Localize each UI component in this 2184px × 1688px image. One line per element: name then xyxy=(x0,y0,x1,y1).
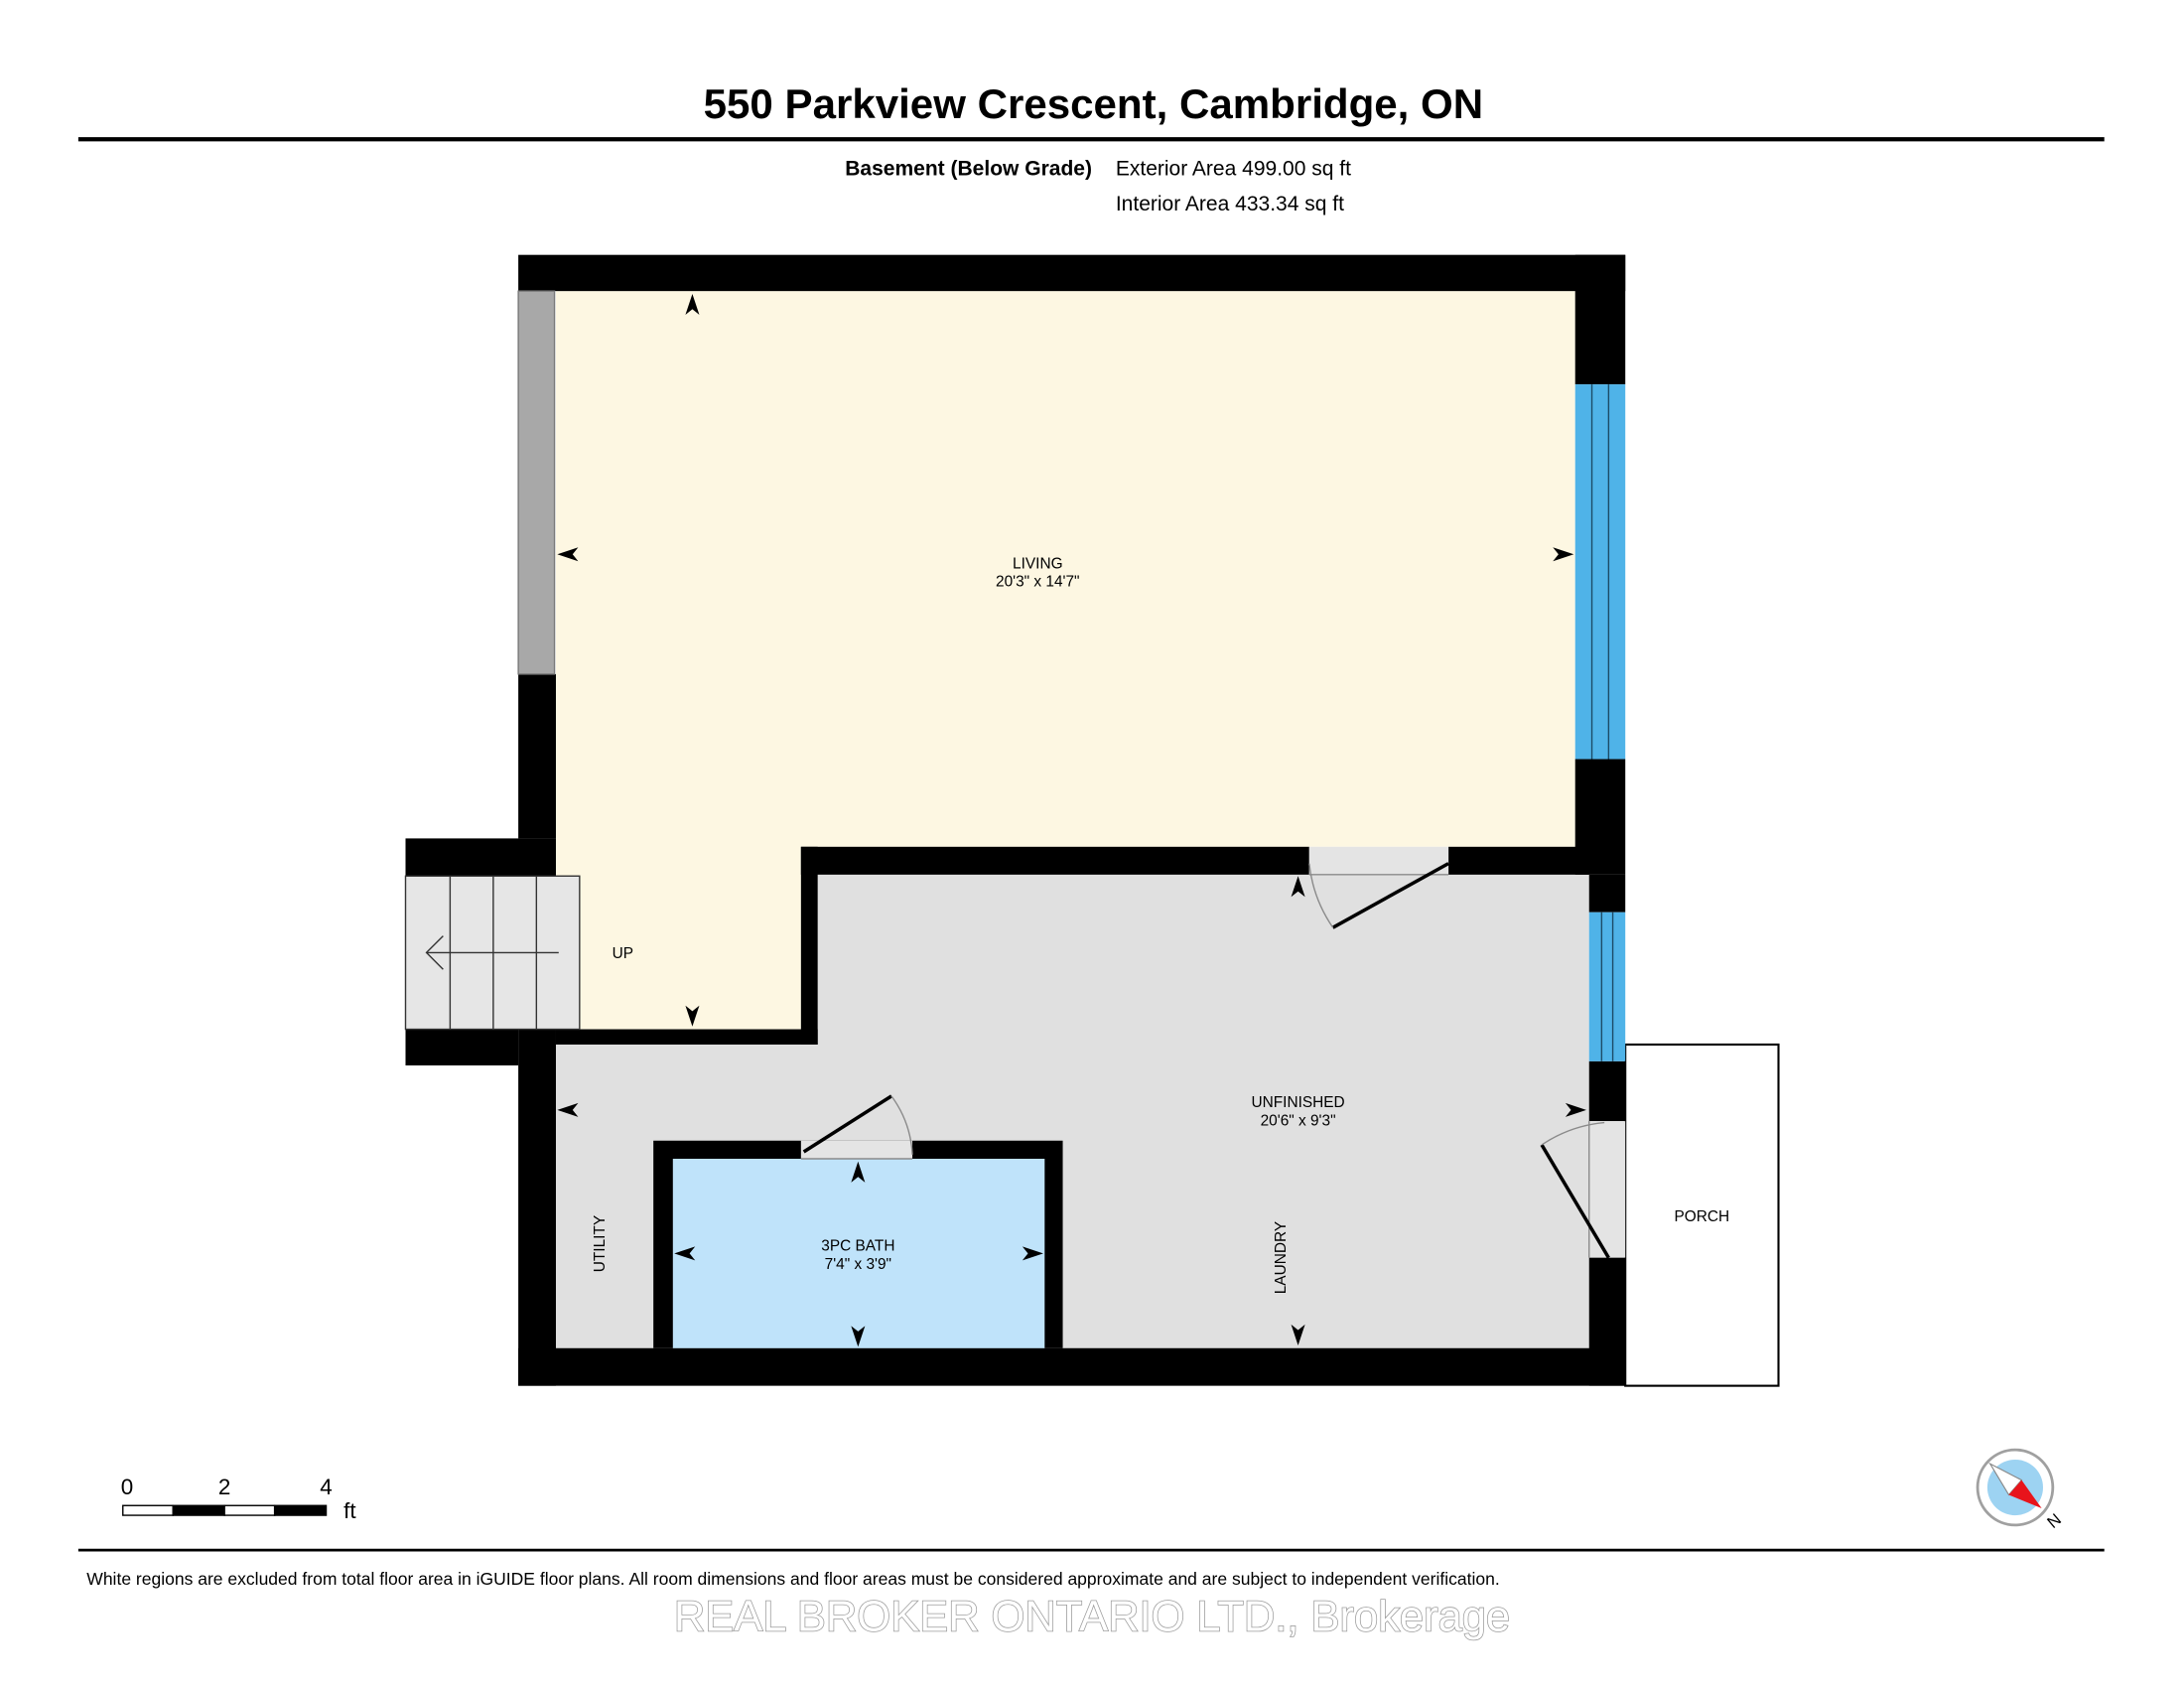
door-swing-bath xyxy=(890,1095,913,1155)
bath-room-dims: 7'4" x 3'9" xyxy=(825,1256,891,1273)
door-threshold-living xyxy=(1308,846,1449,875)
dimension-arrow-right xyxy=(1022,1246,1043,1261)
dimension-arrow-up xyxy=(1291,876,1305,898)
floor-name: Basement (Below Grade) xyxy=(845,158,1092,181)
stair-nook-wall-bottom xyxy=(405,1029,519,1066)
compass-icon: N xyxy=(1976,1448,2066,1532)
dimension-arrow-down xyxy=(685,1005,700,1027)
dimension-arrow-up xyxy=(685,293,700,315)
exterior-wall-left-upper xyxy=(518,673,556,839)
stairs-up-label: UP xyxy=(613,945,633,962)
window-right-upper xyxy=(1574,384,1626,760)
bath-room-name: 3PC BATH xyxy=(821,1238,894,1255)
unfinished-room-name: UNFINISHED xyxy=(1252,1094,1345,1111)
door-leaf-living xyxy=(1331,862,1449,929)
dimension-arrow-down xyxy=(851,1326,866,1347)
utility-label: UTILITY xyxy=(592,1215,609,1272)
scale-segment xyxy=(122,1504,174,1516)
unfinished-room-dims: 20'6" x 9'3" xyxy=(1261,1112,1336,1129)
exterior-wall-top xyxy=(518,254,1626,292)
staircase xyxy=(404,875,581,1031)
door-swing-living xyxy=(1308,863,1334,928)
door-leaf-exterior xyxy=(1540,1144,1610,1259)
scale-segment xyxy=(172,1504,225,1516)
brokerage-watermark: REAL BROKER ONTARIO LTD., Brokerage xyxy=(674,1593,1510,1640)
door-swing-exterior xyxy=(1541,1121,1605,1146)
interior-wall-vertical xyxy=(800,846,818,1045)
dimension-arrow-up xyxy=(851,1161,866,1183)
disclaimer-text: White regions are excluded from total fl… xyxy=(86,1569,1499,1589)
stair-arrowhead xyxy=(425,935,444,970)
dimension-arrow-left xyxy=(557,1102,579,1117)
scale-tick-label: 4 xyxy=(320,1475,332,1499)
interior-wall-lower xyxy=(555,1029,818,1045)
living-room-name: LIVING xyxy=(1013,555,1063,572)
exterior-wall-right-d xyxy=(1588,1060,1626,1122)
floor-plan: LIVING 20'3" x 14'7" UNFINISHED 20'6" x … xyxy=(404,254,1780,1387)
page-title: 550 Parkview Crescent, Cambridge, ON xyxy=(704,80,1484,127)
scale-bar: 0 2 4 ft xyxy=(121,1475,357,1523)
dimension-arrow-right xyxy=(1553,547,1574,562)
bath-room-area xyxy=(672,1158,1045,1348)
exterior-wall-bottom xyxy=(518,1347,1626,1386)
dimension-arrow-right xyxy=(1565,1102,1586,1117)
exterior-wall-left-lower xyxy=(518,1029,556,1386)
scale-unit-label: ft xyxy=(343,1498,356,1523)
laundry-label: LAUNDRY xyxy=(1273,1221,1290,1294)
scale-tick-label: 2 xyxy=(218,1475,230,1499)
scale-segment xyxy=(273,1504,328,1516)
porch-area xyxy=(1624,1043,1780,1387)
interior-area: Interior Area 433.34 sq ft xyxy=(1116,193,1344,215)
living-room-dims: 20'3" x 14'7" xyxy=(996,574,1080,591)
interior-wall-mid-left xyxy=(800,846,1309,875)
door-leaf-bath xyxy=(802,1094,892,1154)
exterior-wall-right-a xyxy=(1574,254,1626,385)
scale-tick-label: 0 xyxy=(121,1475,133,1499)
exterior-wall-right-c xyxy=(1588,874,1626,913)
dimension-arrow-down xyxy=(1291,1324,1305,1345)
door-threshold-bath xyxy=(800,1140,913,1159)
stair-nook-wall-top xyxy=(405,838,556,877)
scale-segment xyxy=(223,1504,276,1516)
compass-needle-north xyxy=(2008,1479,2042,1509)
window-right-lower xyxy=(1588,912,1626,1061)
north-label: N xyxy=(2044,1510,2066,1532)
dimension-arrow-left xyxy=(557,547,579,562)
porch-label: PORCH xyxy=(1675,1208,1730,1225)
exterior-area: Exterior Area 499.00 sq ft xyxy=(1116,158,1351,181)
living-room-area xyxy=(555,291,1575,1030)
interior-wall-mid-right xyxy=(1448,846,1589,875)
dimension-arrow-left xyxy=(674,1246,696,1261)
window-left xyxy=(517,290,556,675)
exterior-wall-right-e xyxy=(1588,1257,1626,1386)
